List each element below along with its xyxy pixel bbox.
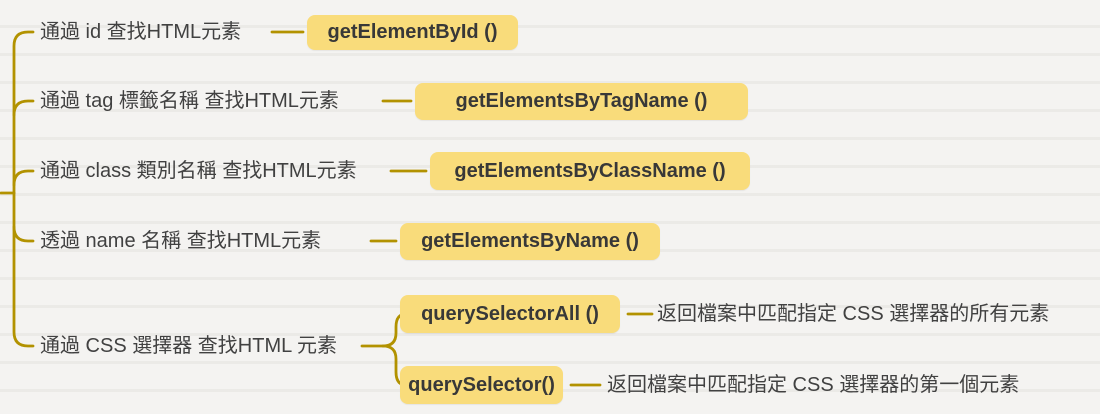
method-node-queryselectorall[interactable]: querySelectorAll (): [400, 295, 620, 333]
spine-to-branch-1: [12, 30, 35, 195]
spine-to-branch-5: [12, 191, 35, 348]
method-node-getelementsbyclassname[interactable]: getElementsByClassName (): [430, 152, 750, 190]
method-node-getelementsbyname[interactable]: getElementsByName (): [400, 223, 660, 260]
branch-4-curve: [12, 225, 35, 243]
branch-label-tag[interactable]: 通過 tag 標籤名稱 查找HTML元素: [40, 90, 339, 112]
method-node-queryselector[interactable]: querySelector(): [400, 366, 563, 404]
branch-label-css-selector[interactable]: 通過 CSS 選擇器 查找HTML 元素: [40, 335, 338, 357]
method-node-getelementsbytagname[interactable]: getElementsByTagName (): [415, 83, 748, 120]
branch-label-name[interactable]: 透過 name 名稱 查找HTML元素: [40, 230, 322, 252]
description-queryselectorall[interactable]: 返回檔案中匹配指定 CSS 選擇器的所有元素: [657, 303, 1050, 325]
branch-3-curve: [12, 169, 35, 187]
description-queryselector[interactable]: 返回檔案中匹配指定 CSS 選擇器的第一個元素: [607, 374, 1020, 396]
branch-label-id[interactable]: 通過 id 查找HTML元素: [40, 21, 242, 43]
branch-2-curve: [12, 99, 35, 117]
method-node-getelementbyid[interactable]: getElementById (): [307, 15, 518, 50]
branch-label-class[interactable]: 通過 class 類別名稱 查找HTML元素: [40, 160, 357, 182]
